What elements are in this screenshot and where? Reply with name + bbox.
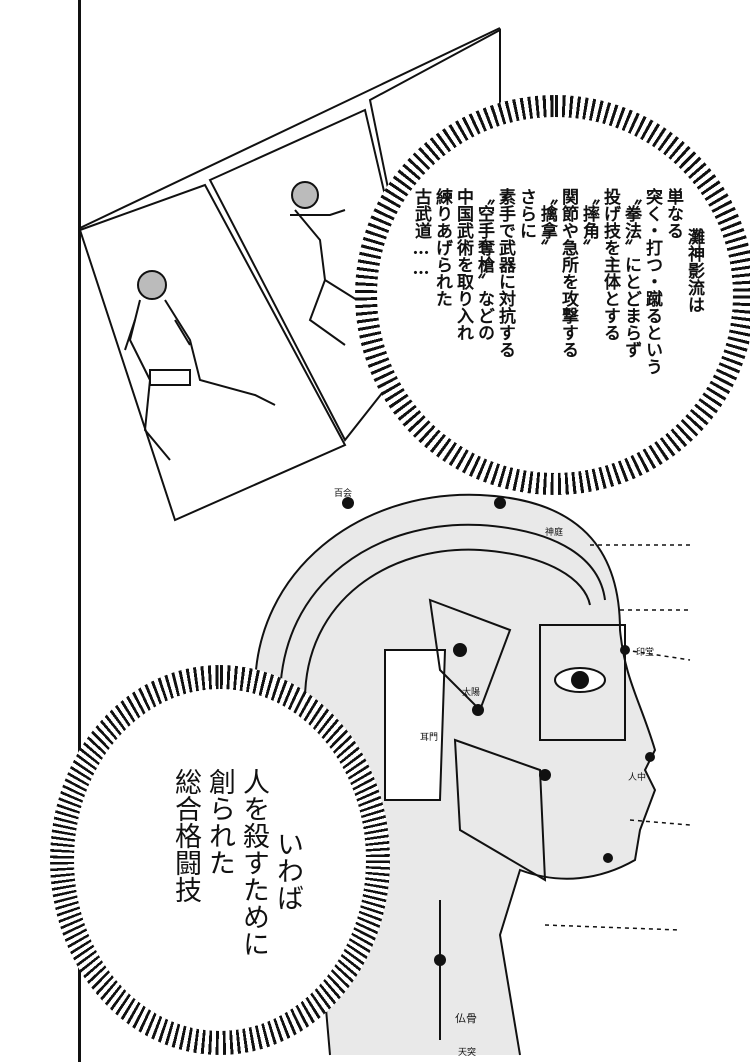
diagram-label: 仏骨 <box>455 1012 477 1025</box>
diagram-label: 人中 <box>628 773 647 783</box>
narration-burst-1 <box>355 95 750 495</box>
leader-lines <box>544 544 691 931</box>
diagram-label: 太陽 <box>462 688 481 698</box>
panel-border <box>78 0 81 1062</box>
martial-artist-figure-2 <box>290 181 396 346</box>
diagram-label: 神庭 <box>545 528 564 538</box>
narration-text-2: いわば人を殺すために創られた総合格闘技 <box>170 768 303 957</box>
diagram-label: 耳門 <box>420 733 439 743</box>
scroll-top-edge <box>79 27 501 229</box>
diagram-label: 印堂 <box>636 648 655 658</box>
diagram-label: 天突 <box>458 1048 477 1058</box>
scroll-panel-1 <box>78 183 347 522</box>
martial-artist-figure-1 <box>124 270 276 461</box>
narration-burst-2 <box>50 665 390 1055</box>
narration-text-1: 灘神影流は単なる突く・打つ・蹴るという〝拳法〟にとどまらず投げ技を主体とする〝摔… <box>411 188 704 375</box>
diagram-label: 百会 <box>334 489 353 499</box>
